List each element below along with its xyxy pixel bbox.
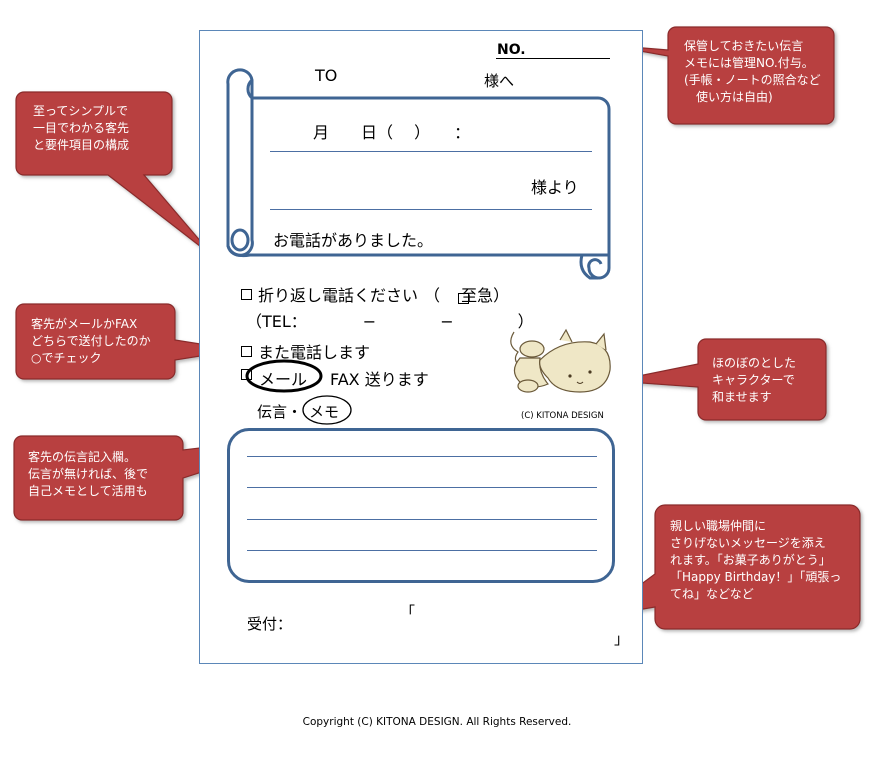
call-again-checkbox[interactable] xyxy=(241,346,252,357)
callout-top-left-shape xyxy=(15,91,215,258)
callout-mid-right-shape xyxy=(613,338,827,421)
no-underline xyxy=(496,58,610,59)
sama-e-label: 様へ xyxy=(484,72,515,90)
message-rule-2 xyxy=(247,487,597,488)
callout-line: 「Happy Birthday！」「頑張っ xyxy=(670,570,842,584)
callback-checkbox[interactable] xyxy=(241,289,252,300)
callout-mid-left: 客先がメールかFAX どちらで送付したのか ○でチェック xyxy=(31,316,151,367)
bracket-close: 」 xyxy=(614,630,630,648)
message-box[interactable] xyxy=(227,428,615,583)
callout-line: 保管しておきたい伝言 xyxy=(684,39,804,53)
callout-bottom-right: 親しい職場仲間に さりげないメッセージを添え れます。「お菓子ありがとう」 「H… xyxy=(670,518,841,603)
call-again-row[interactable]: また電話します xyxy=(241,339,370,363)
callout-line: ほのぼのとした xyxy=(712,356,797,370)
tel-field[interactable]: （TEL： − − ） xyxy=(246,312,534,331)
callout-line: 親しい職場仲間に xyxy=(670,519,767,533)
callout-mid-left-shape xyxy=(15,303,239,380)
callout-line: さりげないメッセージを添え xyxy=(670,536,826,550)
fax-label[interactable]: FAX 送ります xyxy=(330,370,429,389)
callout-line: 一目でわかる客先 xyxy=(33,121,130,135)
callout-line: れます。「お菓子ありがとう」 xyxy=(670,553,831,567)
urgent-label: （ 至急） xyxy=(424,286,510,305)
message-rule-1 xyxy=(247,456,597,457)
callback-row[interactable]: 折り返し電話ください （ 至急） xyxy=(241,282,509,306)
call-again-label: また電話します xyxy=(258,343,371,362)
callout-top-left: 至ってシンプルで 一目でわかる客先 と要件項目の構成 xyxy=(33,103,129,154)
phone-call-label: お電話がありました。 xyxy=(273,231,434,250)
callback-label: 折り返し電話ください xyxy=(258,286,419,305)
callout-bottom-left: 客先の伝言記入欄。 伝言が無ければ、後で 自己メモとして活用も xyxy=(28,449,148,500)
to-label: TO xyxy=(315,66,338,85)
message-rule-3 xyxy=(247,519,597,520)
callout-top-right: 保管しておきたい伝言 メモには管理NO.付与。 (手帳・ノートの照合など 使い方… xyxy=(684,38,821,106)
callout-line: と要件項目の構成 xyxy=(33,138,130,152)
callout-bottom-right-shape xyxy=(596,504,861,630)
caller-rule xyxy=(270,209,592,210)
callout-line: 伝言が無ければ、後で xyxy=(28,467,149,481)
uketsuke-label: 受付： xyxy=(247,615,293,633)
callout-line: 和ませます xyxy=(712,390,772,404)
callout-line: どちらで送付したのか xyxy=(31,334,151,348)
bracket-open: 「 xyxy=(400,603,416,621)
callout-mid-right: ほのぼのとした キャラクターで 和ませます xyxy=(712,355,796,406)
callout-line: ○でチェック xyxy=(31,351,102,365)
callout-line: 自己メモとして活用も xyxy=(28,484,148,498)
callout-line: メモには管理NO.付与。 xyxy=(684,56,814,70)
callout-line: てね」などなど xyxy=(670,587,754,601)
dengon-label: 伝言・ xyxy=(257,403,303,421)
sama-yori-label: 様より xyxy=(531,178,579,197)
callout-line: 至ってシンプルで xyxy=(33,104,129,118)
character-credit: (C) KITONA DESIGN xyxy=(521,411,604,421)
callout-line: 使い方は自由) xyxy=(684,90,773,104)
callout-line: キャラクターで xyxy=(712,373,795,387)
urgent-checkbox[interactable] xyxy=(458,293,469,304)
mail-label[interactable]: メール xyxy=(259,370,308,389)
memo-label: メモ xyxy=(309,403,340,421)
callout-line: (手帳・ノートの照合など xyxy=(684,73,821,87)
date-rule xyxy=(270,151,592,152)
callout-line: 客先の伝言記入欄。 xyxy=(28,450,137,464)
date-time-field[interactable]: 月 日（ ） ： xyxy=(313,123,471,142)
message-rule-4 xyxy=(247,550,597,551)
callout-line: 客先がメールかFAX xyxy=(31,317,138,331)
no-label: NO. xyxy=(497,42,526,58)
copyright-notice: Copyright (C) KITONA DESIGN. All Rights … xyxy=(302,716,572,728)
callout-top-right-shape xyxy=(605,26,835,125)
